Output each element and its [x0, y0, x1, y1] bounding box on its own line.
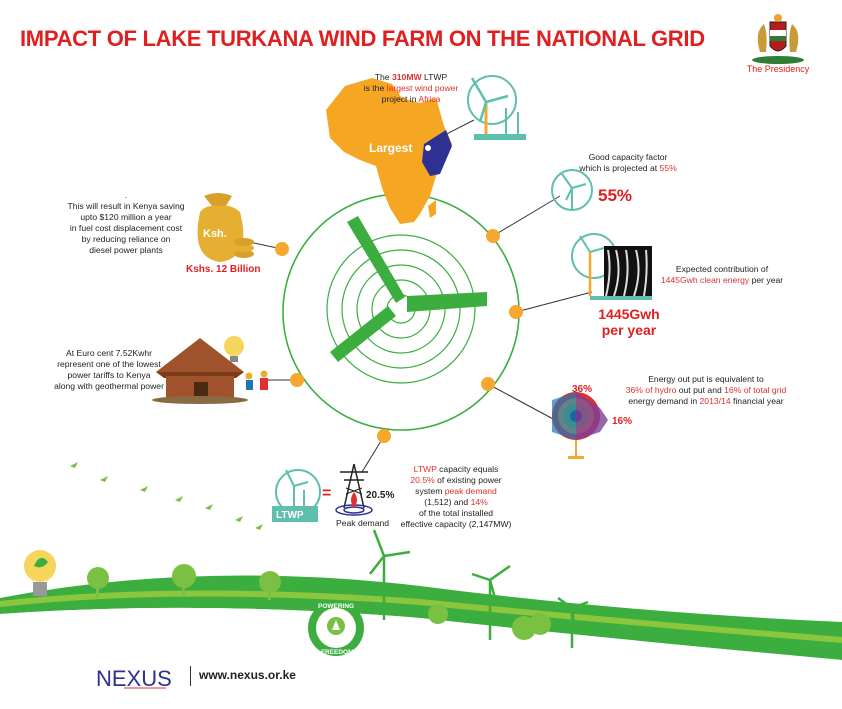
- landscape-turbines: [369, 529, 589, 648]
- coat-of-arms-icon: [752, 14, 804, 64]
- money-bag-icon: [197, 193, 254, 262]
- capacity-value: 55%: [598, 186, 633, 205]
- tree-icon: [172, 564, 196, 596]
- page-title: IMPACT OF LAKE TURKANA WIND FARM ON THE …: [20, 26, 705, 51]
- money-bag-label: Ksh.: [203, 228, 227, 240]
- tree-icon: [512, 613, 551, 640]
- hydro-36-label: 36%: [572, 384, 592, 395]
- birds-decoration: [70, 462, 263, 530]
- ring-dot: [509, 305, 523, 319]
- people-icon: [245, 370, 268, 390]
- peak-percent: 20.5%: [366, 490, 394, 501]
- footer-separator: [190, 666, 191, 686]
- powering-freedom-badge: [308, 600, 364, 656]
- tree-icon: [87, 567, 109, 598]
- equals-sign: =: [322, 485, 331, 502]
- eco-bulb-icon: [24, 550, 56, 596]
- ring-dot: [481, 377, 495, 391]
- pylon-icon: [335, 463, 373, 516]
- tree-icon: [428, 604, 448, 624]
- africa-largest-label: Largest: [369, 141, 412, 155]
- ltwp-label: LTWP: [276, 510, 304, 521]
- tree-icon: [259, 571, 281, 600]
- badge-bottom-text: FREEDOM: [321, 649, 354, 656]
- africa-text: The 310MW LTWP is the largest wind power…: [363, 72, 459, 104]
- hut-icon: [152, 338, 248, 404]
- nexus-logo: NEXUS: [96, 666, 172, 691]
- peak-demand-label: Peak demand: [336, 518, 389, 528]
- energy-value: 1445Gwh per year: [598, 306, 660, 338]
- savings-text: . This will result in Kenya saving upto …: [67, 190, 185, 255]
- ring-dot: [290, 373, 304, 387]
- hydro-text: Energy out put is equivalent to 36% of h…: [625, 374, 787, 406]
- badge-top-text: POWERING: [318, 603, 354, 610]
- peak-text: LTWP capacity equals 20.5% of existing p…: [400, 464, 512, 529]
- tariff-text: At Euro cent 7.52Kwhr represent one of t…: [54, 348, 164, 391]
- savings-value: Kshs. 12 Billion: [186, 264, 261, 275]
- wind-turbine-icon: [467, 75, 526, 140]
- hydro-radial-chart-icon: [552, 392, 608, 459]
- ltwp-turbine-icon: [272, 469, 321, 522]
- ring-dot: [377, 429, 391, 443]
- dam-turbine-icon: [571, 233, 652, 300]
- capacity-turbine-icon: [551, 169, 593, 211]
- presidency-label: The Presidency: [746, 64, 810, 74]
- hydro-16-label: 16%: [612, 416, 632, 427]
- website-link[interactable]: www.nexus.or.ke: [199, 668, 296, 682]
- ring-dot: [275, 242, 289, 256]
- ring-dot: [486, 229, 500, 243]
- capacity-text: Good capacity factor which is projected …: [579, 152, 677, 173]
- energy-text: Expected contribution of 1445Gwh clean e…: [660, 264, 784, 285]
- light-bulb-icon: [224, 336, 244, 362]
